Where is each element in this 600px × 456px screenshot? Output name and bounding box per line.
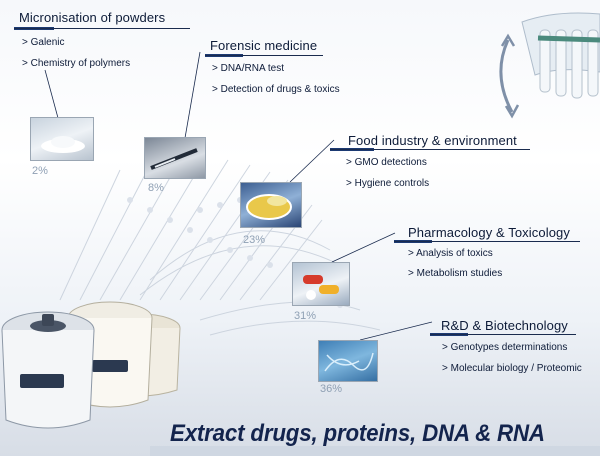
section-item: > Hygiene controls	[346, 178, 430, 189]
title-underline	[330, 149, 530, 150]
share-percentage-rnd: 36%	[320, 383, 343, 395]
share-percentage-pharmacology: 31%	[294, 310, 317, 322]
section-item: > Galenic	[22, 37, 65, 48]
title-underline	[14, 28, 190, 29]
section-item: > Detection of drugs & toxics	[212, 84, 340, 95]
rotation-arrow-icon	[499, 33, 520, 119]
title-underline	[430, 334, 576, 335]
section-item: > Genotypes determinations	[442, 342, 568, 353]
section-item: > DNA/RNA test	[212, 63, 284, 74]
section-title: R&D & Biotechnology	[441, 318, 568, 333]
section-title: Pharmacology & Toxicology	[408, 225, 570, 240]
title-underline	[205, 55, 323, 56]
section-title: Forensic medicine	[210, 38, 318, 53]
laboratory-instruments-graphic	[1, 301, 181, 429]
share-percentage-food: 23%	[243, 234, 266, 246]
powder-photo	[30, 117, 94, 161]
microscopy-photo	[318, 340, 378, 382]
section-item: > Chemistry of polymers	[22, 58, 131, 69]
tube-strip-graphic	[521, 12, 600, 99]
section-item: > Molecular biology / Proteomic	[442, 363, 582, 374]
connector-lines	[44, 51, 433, 341]
section-title: Food industry & environment	[348, 133, 517, 148]
section-title: Micronisation of powders	[19, 10, 166, 25]
syringe-photo	[144, 137, 206, 179]
headline-stripe	[150, 446, 600, 456]
section-item: > GMO detections	[346, 157, 427, 168]
title-underline	[394, 241, 580, 242]
pills-photo	[292, 262, 350, 306]
tube-fan-graphic	[59, 157, 381, 336]
section-item: > Analysis of toxics	[408, 248, 493, 259]
headline: Extract drugs, proteins, DNA & RNA	[170, 420, 545, 447]
share-percentage-micronisation: 2%	[32, 165, 48, 177]
petri-dish-photo	[240, 182, 302, 228]
section-item: > Metabolism studies	[408, 268, 503, 279]
share-percentage-forensic: 8%	[148, 182, 164, 194]
